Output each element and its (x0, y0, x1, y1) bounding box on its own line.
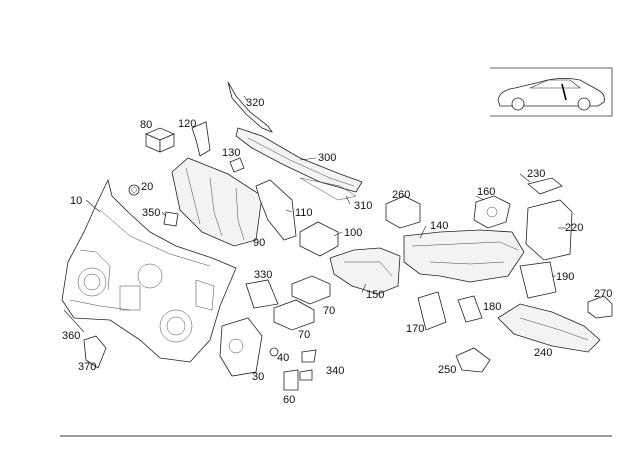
callout-340: 340 (326, 365, 344, 377)
callout-10: 10 (70, 195, 82, 207)
part-320-seal-strip (227, 81, 274, 133)
part-180 (457, 295, 483, 323)
part-250 (455, 347, 491, 373)
part-120 (191, 121, 211, 157)
callout-360: 360 (62, 330, 80, 342)
callout-350: 350 (142, 207, 160, 219)
callout-140: 140 (430, 220, 448, 232)
part-240-floor-mat (497, 303, 601, 353)
part-260 (385, 195, 421, 229)
callout-250: 250 (438, 364, 456, 376)
part-340-clip-b (299, 369, 313, 381)
callout-40: 40 (277, 352, 289, 364)
part-110 (255, 179, 297, 241)
part-40 (269, 347, 279, 357)
callout-260: 260 (392, 189, 410, 201)
part-150-insulation (329, 247, 401, 295)
part-70-pad-upper (291, 275, 331, 305)
part-60 (283, 369, 299, 391)
part-330 (245, 279, 279, 309)
callout-320: 320 (246, 97, 264, 109)
callout-170: 170 (406, 323, 424, 335)
part-190 (519, 261, 557, 299)
callout-70-lower: 70 (298, 329, 310, 341)
callout-370: 370 (78, 361, 96, 373)
callout-110: 110 (295, 207, 313, 219)
callout-labels: 10 20 30 40 60 70 70 80 90 100 110 120 1… (62, 97, 612, 406)
callout-220: 220 (565, 222, 583, 234)
part-100 (299, 221, 339, 257)
callout-130: 130 (222, 147, 240, 159)
callout-270: 270 (594, 288, 612, 300)
car-wheel-rear-icon (577, 97, 591, 111)
part-140-crossmember (403, 229, 525, 283)
car-outline-icon (497, 78, 605, 107)
callout-240: 240 (534, 347, 552, 359)
callout-60: 60 (283, 394, 295, 406)
callout-230: 230 (527, 168, 545, 180)
part-370 (83, 335, 107, 369)
part-170 (417, 291, 447, 331)
part-270 (587, 295, 613, 319)
part-220 (525, 199, 573, 261)
callout-180: 180 (483, 301, 501, 313)
callout-20: 20 (141, 181, 153, 193)
callout-160: 160 (477, 186, 495, 198)
part-130 (229, 157, 245, 173)
callout-330: 330 (254, 269, 272, 281)
part-70-pad-lower (273, 299, 315, 331)
part-20-grommet (128, 184, 140, 196)
part-80-block (144, 127, 176, 153)
part-10-dash-panel (61, 178, 237, 363)
callout-100: 100 (344, 227, 362, 239)
callout-300: 300 (318, 152, 336, 164)
callout-70-upper: 70 (323, 305, 335, 317)
callout-30: 30 (252, 371, 264, 383)
part-230 (527, 177, 563, 195)
part-30 (219, 317, 263, 377)
callout-150: 150 (366, 289, 384, 301)
part-90-insulation-mat (171, 157, 263, 247)
part-300-cowl-panel (235, 127, 363, 201)
leader-lines (85, 95, 566, 293)
callout-190: 190 (556, 271, 574, 283)
callout-310: 310 (354, 200, 372, 212)
callout-120: 120 (178, 118, 196, 130)
vehicle-locator-inset (490, 67, 613, 117)
part-160 (473, 195, 511, 229)
callout-80: 80 (140, 119, 152, 131)
callout-90: 90 (253, 237, 265, 249)
part-350 (163, 211, 179, 227)
part-340-clip-a (301, 349, 317, 363)
car-wheel-front-icon (511, 97, 525, 111)
